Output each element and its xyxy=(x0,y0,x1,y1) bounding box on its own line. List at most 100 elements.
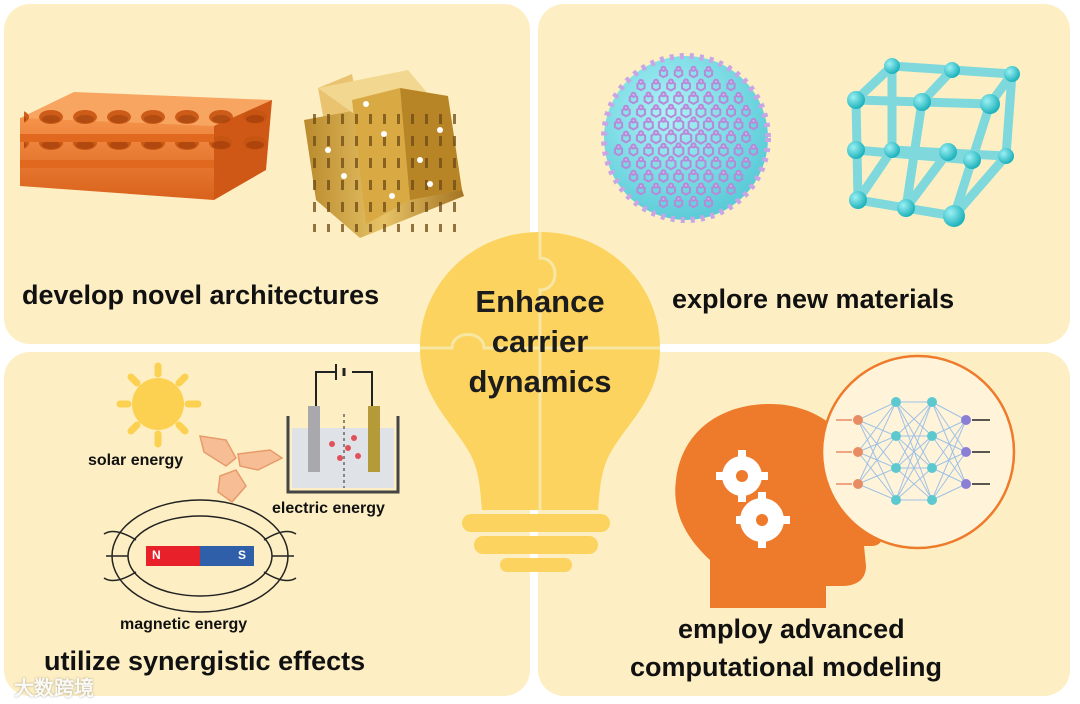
cage-ring xyxy=(673,92,684,106)
cage-atom xyxy=(713,182,719,189)
cage-ring xyxy=(673,67,684,79)
cage-atom xyxy=(728,156,734,163)
cage-atom xyxy=(623,130,629,137)
cage-ring xyxy=(636,80,646,92)
cage-atom xyxy=(713,104,719,111)
cage-atom xyxy=(743,130,749,137)
cage-atom xyxy=(705,65,712,72)
cage-atom xyxy=(638,182,644,189)
cage-atom xyxy=(638,78,644,85)
cage-ring xyxy=(681,80,691,92)
cage-atom xyxy=(675,142,682,149)
cage-atom xyxy=(645,169,652,176)
cage-ring xyxy=(696,80,706,92)
south-pole-label: S xyxy=(238,548,247,562)
cage-atom xyxy=(698,129,704,136)
cage-ring xyxy=(643,118,654,132)
cage-atom xyxy=(713,78,719,85)
nn-edge xyxy=(895,401,933,469)
lightbulb-icon xyxy=(420,232,660,572)
synergistic-label: utilize synergistic effects xyxy=(44,646,366,676)
cage-atom xyxy=(653,182,659,189)
cage-atom xyxy=(660,195,667,202)
cage-ring xyxy=(628,119,639,131)
cage-ring xyxy=(733,171,744,183)
cage-atom xyxy=(645,91,652,98)
cage-atom xyxy=(675,195,682,202)
nn-edge xyxy=(931,401,967,453)
cage-ring xyxy=(643,93,654,105)
nn-edge xyxy=(857,483,897,501)
nn-edge xyxy=(931,419,967,469)
electrochemical-cell-icon xyxy=(286,364,400,494)
cage-ring xyxy=(666,184,676,196)
cage-ring xyxy=(703,171,714,183)
cage-atom xyxy=(728,130,734,137)
cage-atom xyxy=(630,117,637,124)
cage-atom xyxy=(623,156,629,163)
cage-atom xyxy=(683,155,689,162)
cage-atom xyxy=(660,116,667,123)
cage-atom xyxy=(645,143,652,150)
cage-ring xyxy=(643,144,654,158)
cage-ring xyxy=(718,118,729,132)
cage-atom xyxy=(698,78,704,85)
nn-edge xyxy=(857,401,897,421)
cage-atom xyxy=(683,182,689,189)
porous-lattice-icon xyxy=(304,70,464,238)
cage-atom xyxy=(668,103,674,110)
nn-edge xyxy=(931,401,967,485)
cage-atom xyxy=(720,169,727,176)
center-title-line: carrier xyxy=(491,324,589,359)
cage-ring xyxy=(726,106,736,118)
cage-ring xyxy=(666,80,676,92)
nn-edge xyxy=(895,467,933,501)
nn-edge xyxy=(931,419,967,501)
solar-energy-label: solar energy xyxy=(88,452,184,469)
cage-ring xyxy=(688,92,699,106)
cage-atom xyxy=(660,169,667,176)
cage-ring xyxy=(726,158,736,170)
cage-atom xyxy=(653,78,659,85)
cage-atom xyxy=(705,169,712,176)
north-pole-label: N xyxy=(152,548,161,562)
fullerene-sphere-icon xyxy=(601,53,771,223)
cage-atom xyxy=(743,104,749,111)
cage-ring xyxy=(718,171,729,183)
cage-ring xyxy=(748,119,759,131)
materials-label: explore new materials xyxy=(672,284,955,314)
center-title-line: dynamics xyxy=(468,364,612,399)
center-title: Enhance carrier dynamics xyxy=(440,282,640,402)
cage-atom xyxy=(638,130,644,137)
cage-ring xyxy=(636,184,646,196)
sun-icon xyxy=(116,362,202,448)
cage-atom xyxy=(728,78,734,85)
cage-ring xyxy=(657,144,670,158)
cage-ring xyxy=(658,197,669,209)
cage-atom xyxy=(668,155,674,162)
cage-atom xyxy=(638,104,644,111)
cage-ring xyxy=(733,145,744,157)
cage-atom xyxy=(705,142,712,149)
cage-ring xyxy=(726,184,736,196)
cage-atom xyxy=(653,104,659,111)
cage-atom xyxy=(735,117,742,124)
cage-ring xyxy=(688,197,699,209)
cage-ring xyxy=(628,145,639,157)
cage-ring xyxy=(635,132,647,144)
nn-edge xyxy=(857,419,897,437)
nn-edge xyxy=(931,451,967,501)
cage-atom xyxy=(750,143,757,150)
cage-ring xyxy=(650,131,662,145)
cage-atom xyxy=(615,143,622,150)
cage-atom xyxy=(698,103,704,110)
cage-ring xyxy=(711,184,721,196)
nn-edge xyxy=(895,401,933,437)
cage-atom xyxy=(675,169,682,176)
cage-ring xyxy=(687,144,700,158)
cage-atom xyxy=(735,143,742,150)
cage-ring xyxy=(703,93,714,105)
cage-atom xyxy=(638,156,644,163)
cage-ring xyxy=(695,105,707,119)
